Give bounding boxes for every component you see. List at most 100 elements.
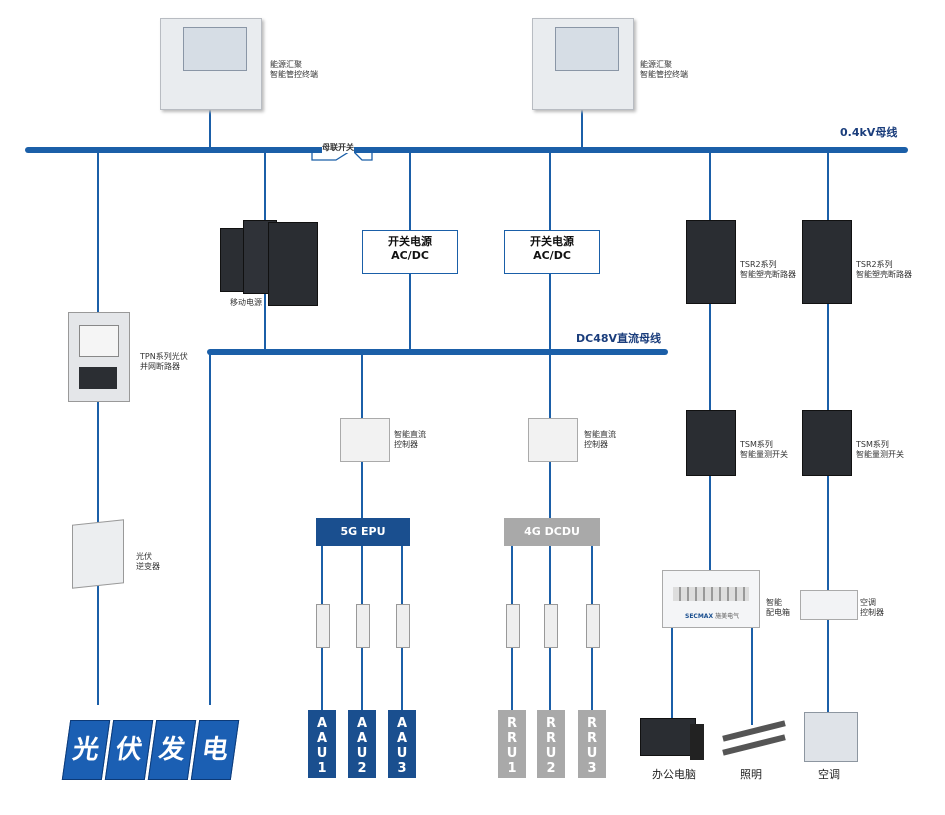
solar-panel-char: 发 [156,735,188,765]
aau-char: U [316,746,328,761]
tsm-1-label: TSM系列智能量测开关 [740,440,788,460]
rru-char: U [506,746,518,761]
terminal-2-line2: 智能管控终端 [640,70,688,79]
ac-controller-label: 空调控制器 [860,598,884,618]
terminal-device-1 [160,18,262,110]
mini-breaker [506,604,520,648]
aau-char: U [356,746,368,761]
solar-panel-char: 光 [70,735,102,765]
rru-char: 2 [546,761,556,776]
office-computer-tower [690,724,704,760]
aau-char: A [396,716,408,731]
dc-ctrl-1-line1: 智能直流 [394,430,426,439]
inverter-line1: 光伏 [136,552,152,561]
dist-line1: 智能 [766,598,782,607]
tsr2-1-label: TSR2系列智能塑壳断路器 [740,260,796,280]
ac-ctrl-line2: 控制器 [860,608,884,617]
rru-char: U [586,746,598,761]
brand-sub-text: 施美电气 [715,613,740,620]
aau-char: A [316,716,328,731]
terminal-screen [183,27,247,71]
aau-char: 3 [397,761,407,776]
ac-controller-device [800,590,858,620]
dc-ctrl-1-line2: 控制器 [394,440,418,449]
aau-char: A [356,731,368,746]
aau-char: 2 [357,761,367,776]
office-load-label: 办公电脑 [652,768,696,781]
tsm-1-line1: TSM系列 [740,440,773,449]
rru-char: U [545,746,557,761]
inverter-line2: 逆变器 [136,562,160,571]
rru-char: R [586,716,597,731]
terminal-1-label: 能源汇聚智能管控终端 [270,60,318,80]
solar-panel: 发 [147,720,197,780]
distribution-box: SECMAX 施美电气 [662,570,760,628]
tsm-switch-device-2 [802,410,852,476]
aau-char: A [356,716,368,731]
ac-bus-label: 0.4kV母线 [840,126,898,139]
aau-char: 1 [317,761,327,776]
rectifier-1-line2: AC/DC [391,249,429,262]
breaker-row [673,587,749,601]
dc-ctrl-2-line1: 智能直流 [584,430,616,439]
pv-inverter-device [72,519,124,589]
aau-char: A [396,731,408,746]
rru-char: R [545,731,556,746]
tie-switch-label: 母联开关 [322,143,354,153]
lighting-load-label: 照明 [740,768,762,781]
tsr2-2-label: TSR2系列智能塑壳断路器 [856,260,912,280]
dcdu-box: 4G DCDU [504,518,600,546]
rru-char: R [506,716,517,731]
terminal-2-label: 能源汇聚智能管控终端 [640,60,688,80]
dc-controller-2-label: 智能直流控制器 [584,430,616,450]
tsr2-breaker-device-1 [686,220,736,304]
inverter-label: 光伏逆变器 [136,552,160,572]
breaker-display [79,325,119,357]
office-computer-monitor [640,718,696,756]
tsm-2-label: TSM系列智能量测开关 [856,440,904,460]
ac-ctrl-line1: 空调 [860,598,876,607]
tsm-2-line1: TSM系列 [856,440,889,449]
solar-panel: 光 [61,720,111,780]
dc-controller-device-2 [528,418,578,462]
tpn-line1: TPN系列光伏 [140,352,188,361]
rru-char: 3 [587,761,597,776]
mini-breaker [544,604,558,648]
tsr2-breaker-device-2 [802,220,852,304]
terminal-2-line1: 能源汇聚 [640,60,672,69]
rru-char: R [586,731,597,746]
tsr2-1-line1: TSR2系列 [740,260,777,269]
terminal-1-line1: 能源汇聚 [270,60,302,69]
tsm-switch-device-1 [686,410,736,476]
mini-breaker [356,604,370,648]
rru-char: R [506,731,517,746]
tsr2-1-line2: 智能塑壳断路器 [740,270,796,279]
dc-controller-device-1 [340,418,390,462]
rru-char: R [545,716,556,731]
dc-ctrl-2-line2: 控制器 [584,440,608,449]
tsm-1-line2: 智能量测开关 [740,450,788,459]
dist-line2: 配电箱 [766,608,790,617]
mini-breaker [316,604,330,648]
solar-panel-char: 伏 [113,735,145,765]
aircon-load-label: 空调 [818,768,840,781]
brand-text: SECMAX [685,613,714,620]
aircon-unit [804,712,858,762]
epu-box: 5G EPU [316,518,410,546]
rru-char: 1 [507,761,517,776]
mobile-power-label: 移动电源 [230,298,262,307]
solar-panel-char: 电 [199,735,231,765]
dc-bus-label: DC48V直流母线 [576,332,662,345]
terminal-device-2 [532,18,634,110]
tpn-breaker-device [68,312,130,402]
aau-char: U [396,746,408,761]
